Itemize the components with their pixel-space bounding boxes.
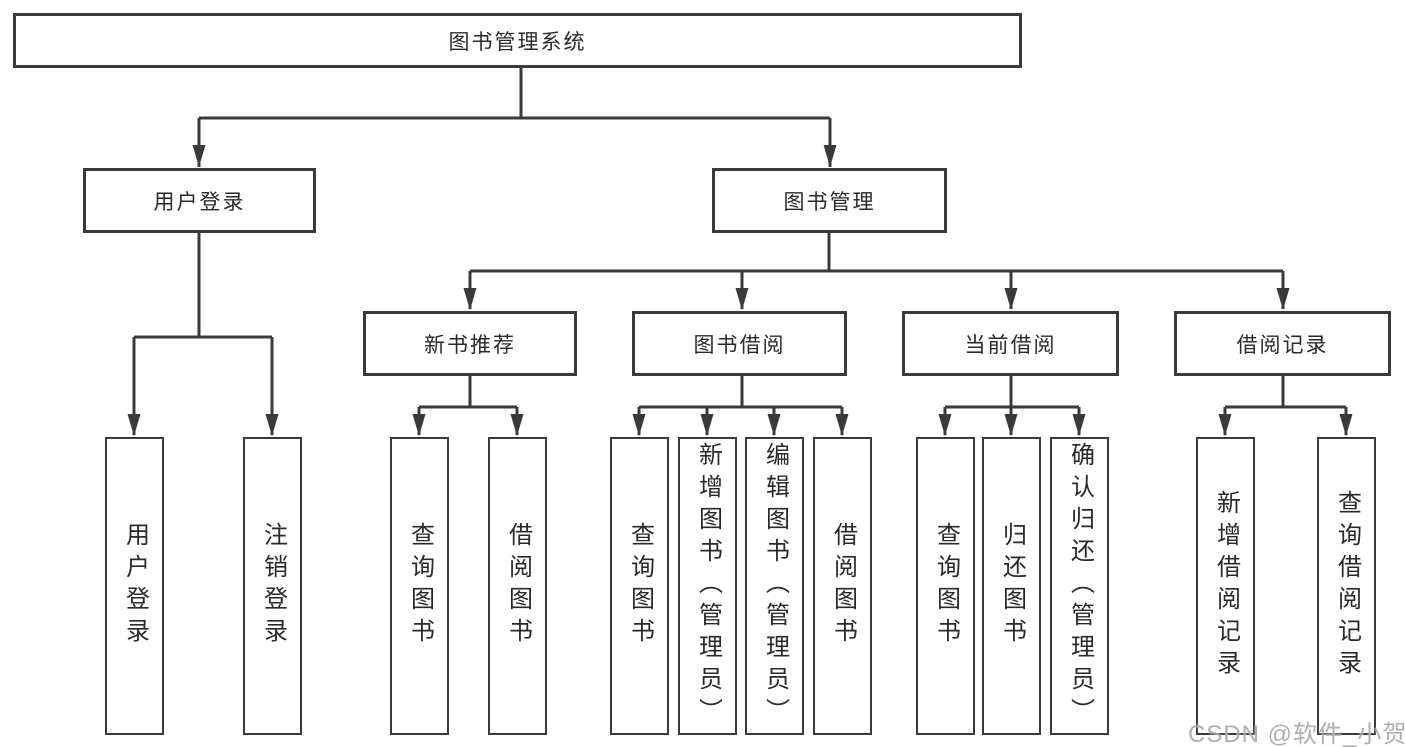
node-new-book-recommend-label: 新书推荐 bbox=[424, 333, 516, 357]
leaf-edit-books-admin: 编辑图书（管理员） bbox=[745, 437, 804, 735]
leaf-edit-books-admin-label: 编辑图书（管理员） bbox=[761, 442, 789, 730]
leaf-add-borrow-record-label: 新增借阅记录 bbox=[1212, 490, 1240, 682]
node-user-login-label: 用户登录 bbox=[153, 190, 246, 214]
leaf-add-books-admin-label: 新增图书（管理员） bbox=[694, 442, 722, 730]
csdn-watermark: CSDN @软件_小贺同学 bbox=[1188, 721, 1405, 747]
node-borrowing-records-label: 借阅记录 bbox=[1236, 333, 1329, 357]
leaf-logout-login-label: 注销登录 bbox=[259, 522, 287, 650]
leaf-user-login-label: 用户登录 bbox=[121, 522, 149, 650]
leaf-borrow-books-recommend-label: 借阅图书 bbox=[504, 522, 532, 650]
node-borrowing-records: 借阅记录 bbox=[1174, 311, 1391, 376]
node-book-management-label: 图书管理 bbox=[783, 190, 876, 214]
leaf-query-books-borrowing-label: 查询图书 bbox=[626, 522, 654, 650]
leaf-query-books-current: 查询图书 bbox=[916, 437, 975, 735]
node-user-login: 用户登录 bbox=[83, 168, 316, 233]
node-current-borrowing-label: 当前借阅 bbox=[964, 333, 1057, 357]
node-root-system-label: 图书管理系统 bbox=[448, 30, 587, 54]
leaf-confirm-return-admin-label: 确认归还（管理员） bbox=[1066, 442, 1094, 730]
leaf-logout-login: 注销登录 bbox=[243, 437, 302, 735]
leaf-return-books: 归还图书 bbox=[982, 437, 1041, 735]
node-new-book-recommend: 新书推荐 bbox=[363, 311, 577, 376]
leaf-confirm-return-admin: 确认归还（管理员） bbox=[1050, 437, 1109, 735]
leaf-query-borrow-record-label: 查询借阅记录 bbox=[1333, 490, 1361, 682]
leaf-query-books-recommend-label: 查询图书 bbox=[406, 522, 434, 650]
leaf-add-borrow-record: 新增借阅记录 bbox=[1196, 437, 1255, 735]
node-current-borrowing: 当前借阅 bbox=[902, 311, 1119, 376]
node-root-system: 图书管理系统 bbox=[13, 13, 1022, 68]
leaf-add-books-admin: 新增图书（管理员） bbox=[678, 437, 737, 735]
leaf-query-books-recommend: 查询图书 bbox=[390, 437, 449, 735]
node-book-management: 图书管理 bbox=[712, 168, 947, 233]
leaf-query-books-borrowing: 查询图书 bbox=[610, 437, 669, 735]
leaf-user-login: 用户登录 bbox=[105, 437, 164, 735]
leaf-borrow-books-recommend: 借阅图书 bbox=[488, 437, 547, 735]
leaf-query-borrow-record: 查询借阅记录 bbox=[1317, 437, 1376, 735]
leaf-return-books-label: 归还图书 bbox=[998, 522, 1026, 650]
leaf-query-books-current-label: 查询图书 bbox=[932, 522, 960, 650]
node-book-borrowing-label: 图书借阅 bbox=[693, 333, 786, 357]
node-book-borrowing: 图书借阅 bbox=[632, 311, 847, 376]
leaf-borrow-books-borrowing: 借阅图书 bbox=[813, 437, 872, 735]
leaf-borrow-books-borrowing-label: 借阅图书 bbox=[829, 522, 857, 650]
